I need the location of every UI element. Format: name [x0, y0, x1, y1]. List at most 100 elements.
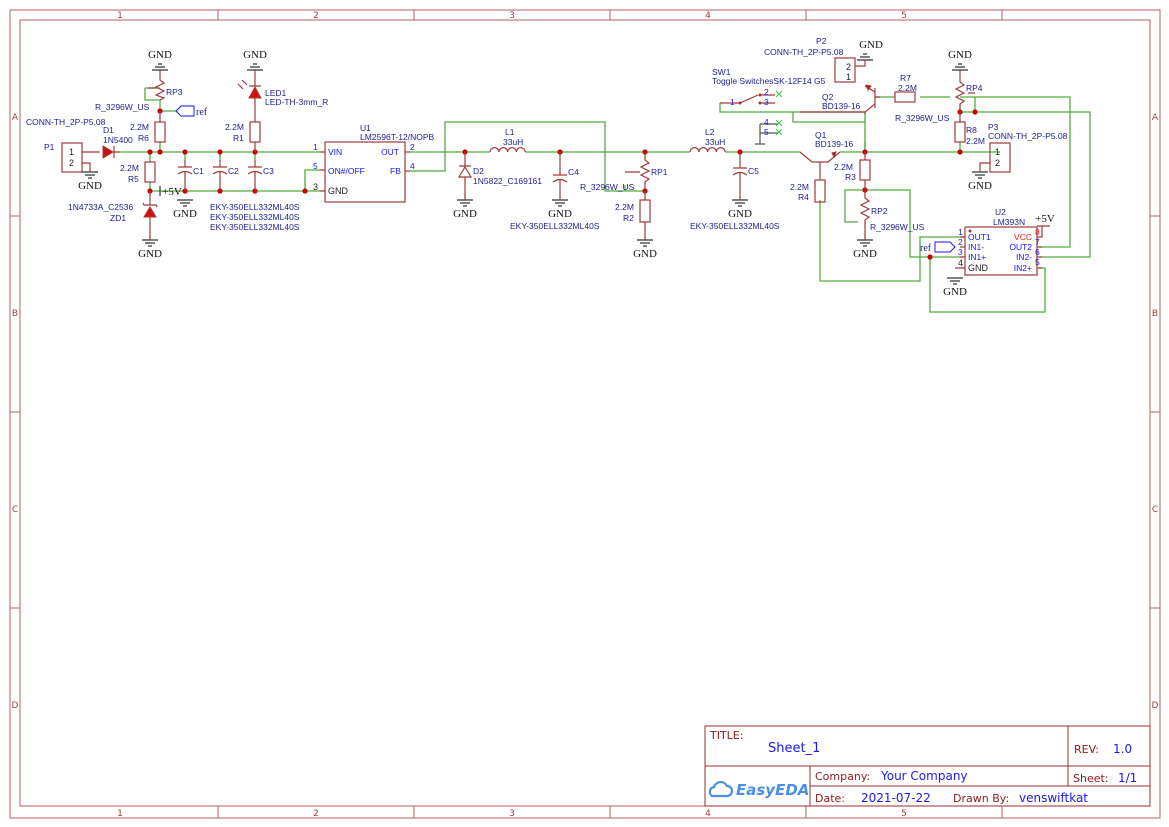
net-label: ref — [196, 107, 208, 118]
part-label: CONN-TH_2P-P5.08 — [26, 117, 106, 127]
net-flag-ref: ref — [920, 241, 956, 254]
potentiometer-rp2[interactable]: RP2 R_3296W_US — [859, 190, 925, 240]
designator: P3 — [988, 122, 999, 132]
value: 2.2M — [130, 122, 149, 132]
gnd-label: GND — [943, 286, 967, 298]
designator: R6 — [138, 133, 149, 143]
zener-zd1[interactable]: 1N4733A_C2536 ZD1 — [68, 191, 158, 240]
potentiometer-rp3[interactable]: RP3 R_3296W_US — [95, 70, 183, 112]
ic-u2[interactable]: U2 LM393N +5V 1 OUT1 2 IN1- 3 IN1+ 4 GND… — [955, 207, 1055, 276]
value: 2.2M — [615, 202, 634, 212]
designator: LED1 — [265, 88, 287, 98]
diode-d1[interactable]: D1 1N5400 — [102, 125, 133, 159]
transistor-q2[interactable]: Q2 BD139-16 — [800, 84, 880, 114]
net-label: +5V — [162, 186, 182, 198]
gnd-icon: GND — [78, 171, 102, 192]
resistor-r7[interactable]: R7 2.2M — [894, 73, 917, 103]
resistor-r5[interactable]: 2.2M R5 — [120, 161, 156, 184]
gnd-icon: GND — [173, 199, 197, 220]
gnd-label: GND — [78, 180, 102, 192]
designator: L1 — [505, 127, 515, 137]
row-label: B — [1152, 309, 1158, 319]
designator: C2 — [228, 166, 239, 176]
ic-u1[interactable]: U1 LM2596T-12/NOPB 1 VIN 5 ON#/OFF 3 GND… — [313, 123, 435, 203]
gnd-label: GND — [633, 248, 657, 260]
pin-number: 7 — [1035, 237, 1040, 247]
pin-number: 2 — [410, 142, 415, 152]
potentiometer-rp1[interactable]: RP1 R_3296W_US — [580, 152, 668, 200]
gnd-label: GND — [173, 208, 197, 220]
value: 2.2M — [834, 162, 853, 172]
pin-number: 4 — [764, 117, 769, 127]
transistor-q1[interactable]: Q1 BD139-16 — [799, 130, 854, 180]
toggle-switch-sw1[interactable]: SW1 Toggle SwitchesSK-12F14 G5 1 2 3 4 5 — [712, 67, 826, 145]
potentiometer-rp4[interactable]: RP4 R_3296W_US — [895, 70, 983, 123]
junction-dot — [157, 149, 163, 155]
value: 2.2M — [790, 182, 809, 192]
pin-name: VCC — [1014, 232, 1032, 242]
connector-p2[interactable]: P2 CONN-TH_2P-P5.08 2 1 — [764, 36, 866, 83]
capacitor-c1[interactable]: C1 — [177, 160, 204, 191]
capacitor-c4[interactable]: C4 EKY-350ELL332ML40S — [510, 152, 600, 231]
diode-d2[interactable]: D2 1N5822_C169161 — [457, 152, 542, 200]
resistor-r2[interactable]: 2.2M R2 — [615, 199, 651, 240]
gnd-icon: GND — [148, 49, 172, 71]
resistor-r3[interactable]: 2.2M R3 — [834, 152, 871, 190]
pin-name: IN1+ — [968, 252, 986, 262]
logo-text: EasyEDA — [736, 781, 809, 799]
designator: D2 — [473, 166, 484, 176]
resistor-r1[interactable]: 2.2M R1 — [225, 121, 261, 152]
value: 2.2M — [966, 136, 985, 146]
gnd-icon: GND — [728, 199, 752, 220]
part-label: CONN-TH_2P-P5.08 — [988, 131, 1068, 141]
sheet-value: 1/1 — [1118, 771, 1137, 785]
column-label: 5 — [901, 11, 907, 21]
capacitor-c5[interactable]: C5 EKY-350ELL332ML40S — [690, 152, 780, 231]
pin-number: 3 — [313, 182, 318, 192]
designator: U2 — [995, 207, 1006, 217]
easyeda-logo: EasyEDA — [708, 780, 809, 799]
resistor-r6[interactable]: 2.2M R6 — [130, 111, 166, 143]
designator: RP4 — [966, 83, 983, 93]
capacitor-c2[interactable]: C2 — [212, 160, 239, 191]
part-label: R_3296W_US — [580, 182, 635, 192]
inductor-l2[interactable]: L2 33uH — [689, 127, 726, 153]
part-label: Toggle SwitchesSK-12F14 G5 — [712, 76, 826, 86]
part-label: EKY-350ELL332ML40S — [210, 222, 300, 232]
designator: RP2 — [871, 206, 888, 216]
capacitor-c3[interactable]: C3 — [247, 160, 274, 191]
gnd-icon: GND — [548, 199, 572, 220]
resistor-r4[interactable]: 2.2M R4 — [790, 179, 826, 203]
part-label: EKY-350ELL332ML40S — [510, 221, 600, 231]
part-label: CONN-TH_2P-P5.08 — [764, 47, 844, 57]
part-label: EKY-350ELL332ML40S — [690, 221, 780, 231]
part-label: BD139-16 — [815, 139, 854, 149]
connector-p1[interactable]: P1 CONN-TH_2P-P5.08 1 2 — [26, 117, 106, 173]
gnd-label: GND — [453, 208, 477, 220]
column-label: 4 — [705, 11, 711, 21]
junction-dot — [217, 149, 223, 155]
connector-p3[interactable]: P3 CONN-TH_2P-P5.08 1 2 — [979, 122, 1068, 173]
led-led1[interactable]: LED1 LED-TH-3mm_R — [237, 70, 328, 122]
row-label: A — [12, 113, 19, 123]
gnd-label: GND — [948, 49, 972, 61]
part-label: 1N4733A_C2536 — [68, 202, 133, 212]
part-label: R_3296W_US — [895, 113, 950, 123]
pin-number: 1 — [69, 147, 74, 157]
designator: ZD1 — [110, 213, 126, 223]
value: 33uH — [705, 137, 725, 147]
designator: Q2 — [822, 92, 834, 102]
pin-name: FB — [390, 166, 401, 176]
sheet-title: Sheet_1 — [768, 741, 820, 756]
pin-number: 1 — [846, 72, 851, 82]
pin-number: 2 — [846, 62, 851, 72]
inductor-l1[interactable]: L1 33uH — [489, 127, 526, 153]
junction-dot — [972, 109, 978, 115]
row-label: D — [12, 701, 19, 711]
part-label: 1N5400 — [103, 135, 133, 145]
pin-name: VIN — [328, 147, 342, 157]
part-label: LED-TH-3mm_R — [265, 97, 328, 107]
designator: RP3 — [166, 87, 183, 97]
pin-name: OUT1 — [968, 232, 991, 242]
resistor-r8[interactable]: R8 2.2M — [954, 112, 985, 146]
